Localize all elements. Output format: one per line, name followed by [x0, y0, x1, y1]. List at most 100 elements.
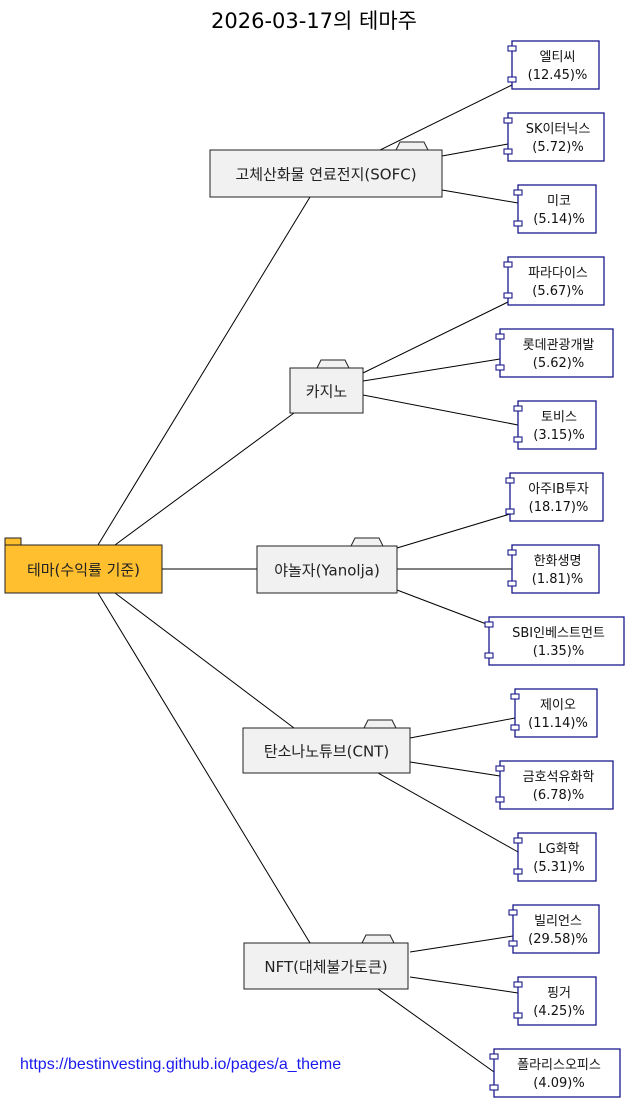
stock-return: (6.78)% [533, 788, 584, 803]
nodes: 테마(수익률 기준) 고체산화물 연료전지(SOFC) 엘티씨(12.45)% SK이… [4, 40, 625, 1098]
component-body [509, 472, 604, 522]
folder-body [4, 544, 163, 594]
theme-node[interactable]: 고체산화물 연료전지(SOFC) [209, 141, 443, 198]
folder-tab [316, 359, 350, 369]
stock-name: 핑거 [547, 986, 571, 1001]
stock-return: (5.62)% [533, 356, 584, 371]
component-port-bottom [513, 436, 523, 443]
theme-node[interactable]: 카지노 [289, 359, 364, 414]
stock-name: 폴라리스오피스 [517, 1058, 601, 1073]
stock-node[interactable]: LG화학(5.31)% [513, 832, 597, 882]
edge-theme-stock [409, 976, 519, 994]
stock-return: (5.67)% [532, 284, 583, 299]
component-body [512, 904, 600, 954]
component-body [493, 1048, 621, 1098]
edge-theme-stock [362, 394, 519, 426]
stock-node[interactable]: 제이오 (11.14)% [510, 688, 598, 738]
edge-theme-stock [362, 301, 509, 374]
component-port-bottom [507, 580, 517, 587]
theme-node[interactable]: 야놀자(Yanolja) [256, 537, 398, 594]
stock-return: (4.25)% [533, 1004, 584, 1019]
edge-root-theme [97, 196, 311, 546]
node-label: 탄소나노튜브(CNT) [264, 743, 389, 761]
stock-node[interactable]: 토비스 (3.15)% [513, 400, 597, 450]
component-port-bottom [508, 940, 518, 947]
component-body [499, 328, 614, 378]
stock-node[interactable]: SK이터닉스(5.72)% [503, 112, 605, 162]
stock-name: 제이오 [540, 698, 576, 713]
stock-name: 토비스 [541, 410, 577, 425]
stock-node[interactable]: 파라다이스 (5.67)% [503, 256, 605, 306]
stock-node[interactable]: 아주IB투자(18.17)% [505, 472, 604, 522]
stock-node[interactable]: 빌리언스(29.58)% [508, 904, 600, 954]
edge-root-theme [114, 592, 295, 729]
theme-node[interactable]: 탄소나노튜브(CNT) [242, 719, 411, 774]
edge-theme-stock [396, 589, 490, 626]
component-body [514, 688, 598, 738]
folder-tab [361, 934, 395, 944]
stock-name: SK이터닉스 [526, 122, 591, 137]
source-url-link[interactable]: https://bestinvesting.github.io/pages/a_… [20, 1056, 341, 1073]
folder-tab [350, 537, 384, 547]
node-label: 테마(수익률 기준) [27, 561, 140, 579]
component-port-top [503, 117, 513, 124]
stock-name: 금호석유화학 [523, 770, 595, 785]
stock-node[interactable]: 폴라리스오피스(4.09)% [489, 1048, 621, 1098]
component-port-bottom [505, 508, 515, 515]
component-port-bottom [503, 292, 513, 299]
stock-return: (11.14)% [528, 716, 588, 731]
component-port-top [489, 1053, 499, 1060]
folder-body [209, 149, 443, 198]
component-body [507, 112, 605, 162]
component-body [488, 616, 625, 666]
edge-theme-stock [441, 143, 509, 157]
stock-node[interactable]: 핑거 (4.25)% [513, 976, 597, 1026]
stock-return: (3.15)% [533, 428, 584, 443]
folder-body [243, 942, 409, 990]
stock-name: 파라다이스 [528, 266, 588, 281]
component-body [499, 760, 614, 810]
edge-theme-stock [362, 358, 501, 382]
edge-theme-stock [409, 761, 501, 777]
stock-name: 한화생명 [534, 554, 582, 569]
component-port-top [484, 621, 494, 628]
stock-node[interactable]: 미코(5.14)% [513, 184, 597, 234]
stock-node[interactable]: 한화생명(1.81)% [507, 544, 600, 594]
component-port-top [513, 981, 523, 988]
stock-node[interactable]: 롯데관광개발 (5.62)% [495, 328, 614, 378]
component-port-bottom [513, 1012, 523, 1019]
stock-node[interactable]: SBI인베스트먼트(1.35)% [484, 616, 625, 666]
component-port-top [513, 405, 523, 412]
component-port-top [508, 909, 518, 916]
edge-theme-stock [409, 717, 516, 739]
stock-name: 엘티씨 [540, 50, 576, 65]
stock-node[interactable]: 금호석유화학 (6.78)% [495, 760, 614, 810]
theme-node[interactable]: NFT(대체불가토큰) [243, 934, 409, 990]
node-label: 카지노 [306, 383, 348, 401]
root-node[interactable]: 테마(수익률 기준) [4, 537, 163, 594]
stock-name: SBI인베스트먼트 [512, 626, 605, 641]
stock-name: LG화학 [538, 842, 579, 857]
node-label: 고체산화물 연료전지(SOFC) [235, 166, 416, 184]
stock-name: 미코 [547, 194, 571, 209]
node-label: 야놀자(Yanolja) [274, 562, 380, 580]
folder-tab [4, 537, 22, 546]
component-port-top [507, 45, 517, 52]
component-body [511, 544, 600, 594]
folder-tab [363, 719, 397, 729]
folder-tab [395, 141, 429, 151]
component-port-bottom [510, 724, 520, 731]
node-label: NFT(대체불가토큰) [264, 958, 387, 976]
component-body [517, 832, 597, 882]
component-port-top [513, 189, 523, 196]
stock-node[interactable]: 엘티씨(12.45)% [507, 40, 600, 90]
folder-body [289, 367, 364, 414]
page-title: 2026-03-17의 테마주 [211, 9, 417, 33]
stock-name: 롯데관광개발 [523, 338, 595, 353]
component-body [517, 400, 597, 450]
component-port-top [507, 549, 517, 556]
component-body [517, 976, 597, 1026]
component-body [507, 256, 605, 306]
component-port-top [495, 765, 505, 772]
